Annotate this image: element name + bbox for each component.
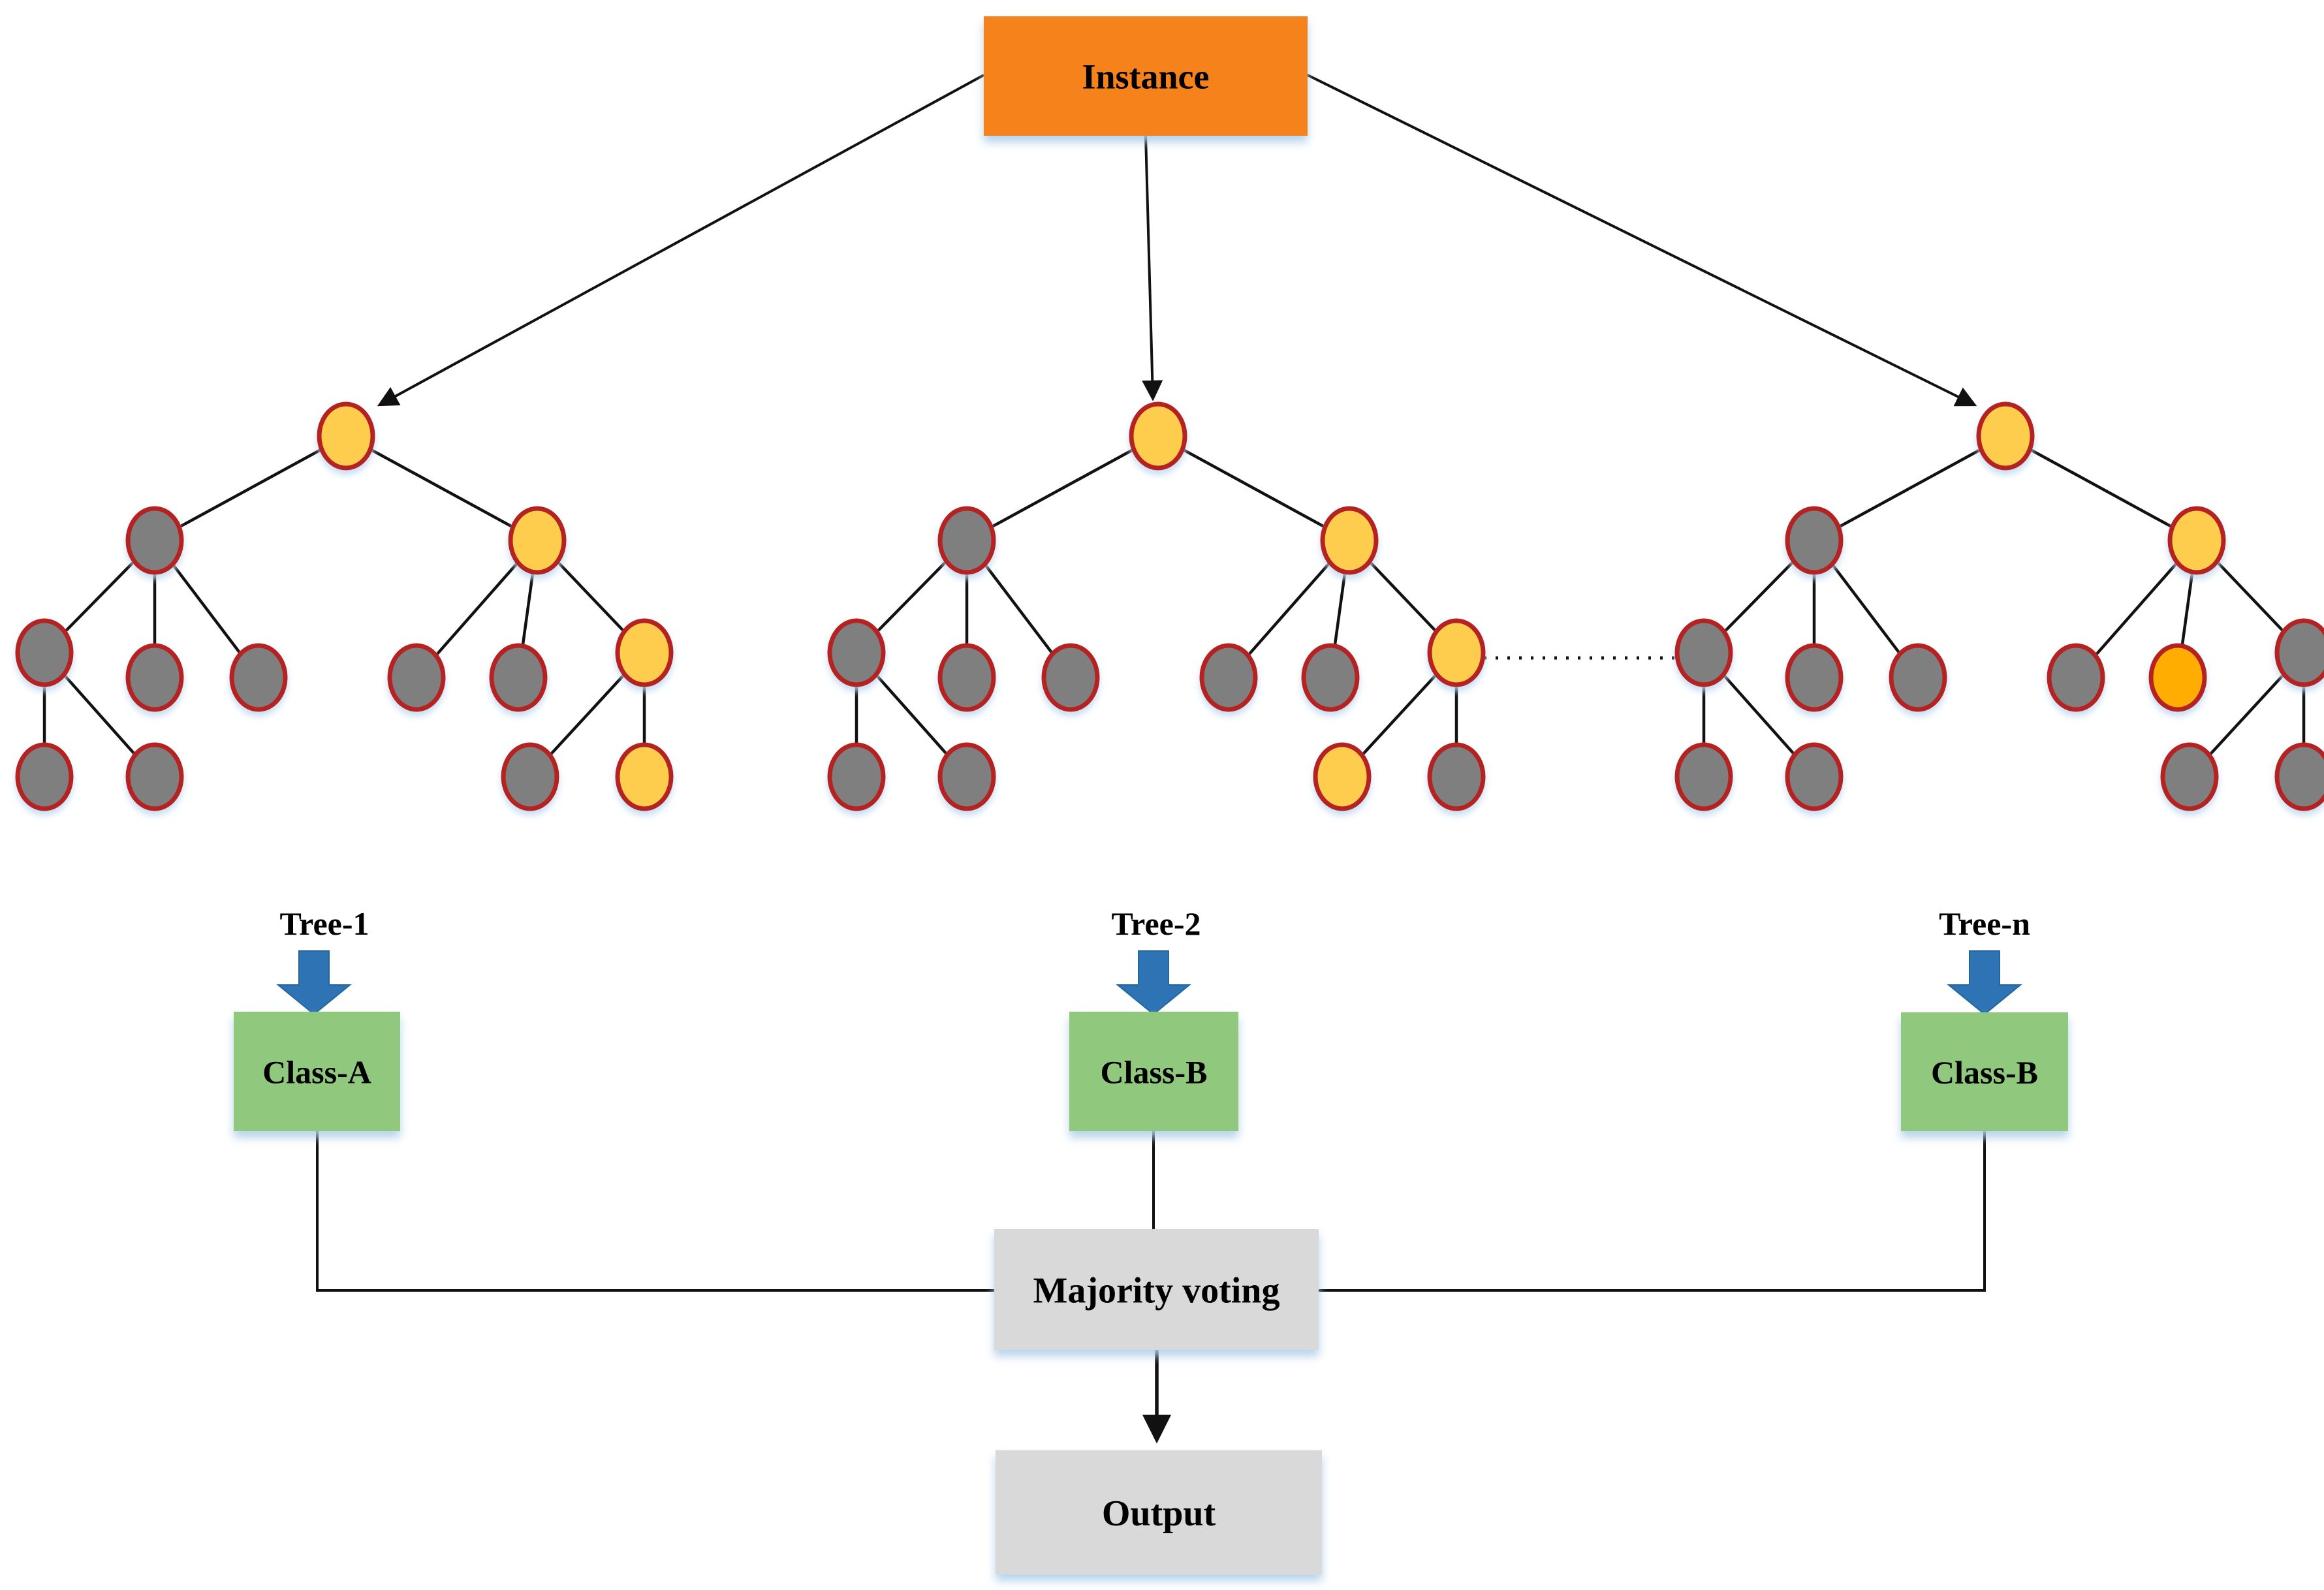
tree-3-edge (2004, 435, 2198, 542)
tree-2-node-rrr (1427, 742, 1486, 811)
instance-label: Instance (1082, 57, 1209, 97)
tree-3-node-rl (2047, 643, 2105, 712)
tree-1-node-rrr (615, 742, 674, 811)
tree-3-node-llm (1785, 742, 1844, 811)
tree-2-node-lll (827, 742, 886, 811)
instance-arrow-2 (1142, 135, 1163, 401)
tree-1-node-lm (125, 643, 184, 712)
tree-1-node-llm (125, 742, 184, 811)
tree-1-edge (153, 435, 347, 542)
tree-1-node-lll (15, 742, 74, 811)
tree-1-node-rr (615, 618, 674, 687)
tree-1-node-lr (229, 643, 288, 712)
tree-3-node-lr (1889, 643, 1947, 712)
class-label-1: Class-A (262, 1054, 371, 1091)
tree-edges (42, 435, 2306, 778)
tree-3-node-lm (1785, 643, 1844, 712)
tree-1-label: Tree-1 (280, 905, 369, 942)
tree-1-node-ll (15, 618, 74, 687)
tree-2-node-rm (1301, 643, 1360, 712)
blue-down-arrow-icon (1116, 950, 1191, 1016)
tree-3-node-ll (1674, 618, 1733, 687)
tree-2-node-lm (937, 643, 996, 712)
tree-2-node-root (1129, 401, 1187, 471)
instance-arrow-1 (377, 74, 984, 407)
tree-2-node-llm (937, 742, 996, 811)
tree-2-node-lr (1041, 643, 1100, 712)
tree-1-node-l (125, 506, 184, 575)
tree-2-node-rl (1199, 643, 1258, 712)
tree-3-label: Tree-n (1939, 905, 2030, 942)
tree-3-node-root (1976, 401, 2035, 471)
blue-down-arrow-icon (1947, 950, 2022, 1016)
tree-2-edge (1157, 435, 1351, 542)
tree-1-node-rm (489, 643, 548, 712)
majority-voting-label: Majority voting (1033, 1271, 1280, 1311)
tree-1-node-rrl (501, 742, 559, 811)
output-label: Output (1102, 1493, 1216, 1534)
instance-box (984, 16, 1308, 136)
class-label-2: Class-B (1101, 1054, 1208, 1091)
output-box (996, 1450, 1322, 1574)
class-label-3: Class-B (1931, 1054, 2038, 1091)
blue-down-arrow-icon (276, 950, 352, 1016)
boxes (234, 16, 2068, 1574)
tree-3-node-rrl (2160, 742, 2219, 811)
tree-3-node-lll (1674, 742, 1733, 811)
tree-1-node-rl (387, 643, 446, 712)
tree-3-node-l (1785, 506, 1844, 575)
tree-2-node-rrl (1313, 742, 1372, 811)
class-box-2 (1069, 1012, 1238, 1131)
tree-3-node-r (2167, 506, 2226, 575)
tree-3-node-rm (2148, 643, 2207, 712)
tree-2-node-rr (1427, 618, 1486, 687)
connector-lines (316, 74, 1986, 1444)
tree-2-label: Tree-2 (1112, 905, 1201, 942)
class-box-1 (234, 1012, 400, 1131)
tree-2-edge (966, 435, 1159, 542)
tree-2-node-l (937, 506, 996, 575)
tree-1-node-r (508, 506, 567, 575)
tree-3-edge (1813, 435, 2007, 542)
tree-1-node-root (317, 401, 375, 471)
class-connector-3 (1319, 1131, 1986, 1292)
class-box-3 (1901, 1012, 2068, 1131)
tree-nodes (15, 401, 2324, 811)
tree-3-node-rrr (2274, 742, 2324, 811)
tree-2-node-r (1320, 506, 1379, 575)
tree-3-node-rr (2274, 618, 2324, 687)
tree-1-edge (345, 435, 539, 542)
class-connector-1 (316, 1131, 994, 1292)
majority-voting-box (994, 1229, 1319, 1350)
instance-arrow-3 (1307, 74, 1977, 407)
tree-2-node-ll (827, 618, 886, 687)
